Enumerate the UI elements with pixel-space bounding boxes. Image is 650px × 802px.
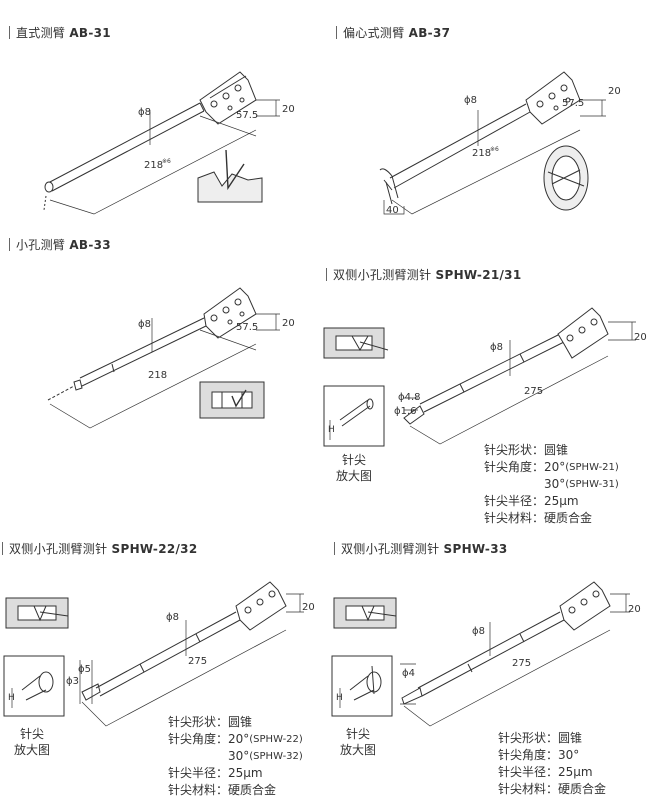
tip-caption: 针尖放大图 [13, 727, 50, 757]
dim-height: 20 [628, 604, 641, 615]
dim-length: 218 [144, 160, 163, 171]
dim-diameter-1: ϕ4 [402, 668, 415, 679]
dim-height: 20 [634, 332, 647, 343]
dim-height: 20 [282, 104, 295, 115]
dim-diameter: ϕ8 [464, 95, 477, 106]
dim-diameter-1: ϕ4.8 [398, 392, 421, 403]
spec-list-sphw33: 针尖形状：圆锥 针尖角度：30° 针尖半径：25μm 针尖材料：硬质合金 [498, 731, 607, 796]
dim-offset: 57.5 [236, 322, 258, 333]
dim-length: 218 [148, 370, 167, 381]
tip-caption: 针尖放大图 [339, 727, 376, 757]
section-title-ab33: 小孔测臂 AB-33 [9, 236, 111, 253]
dim-diameter: ϕ8 [472, 626, 485, 637]
section-title-sphw2131: 双侧小孔测臂测针 SPHW-21/31 [326, 266, 521, 283]
dim-diameter: ϕ8 [138, 319, 151, 330]
dim-diameter-1: ϕ5 [78, 664, 91, 675]
dim-length-note: ※6 [490, 146, 499, 153]
dim-tip-h: H [8, 693, 15, 703]
dim-diameter: ϕ8 [166, 612, 179, 623]
dim-diameter: ϕ8 [138, 107, 151, 118]
dim-length-note: ※6 [162, 158, 171, 165]
section-title-sphw2232: 双侧小孔测臂测针 SPHW-22/32 [2, 540, 197, 557]
section-title-ab37: 偏心式测臂 AB-37 [336, 24, 450, 41]
dim-height: 20 [282, 318, 295, 329]
dim-eccentric: 40 [386, 205, 399, 216]
dim-length: 275 [188, 656, 207, 667]
spec-list-sphw2232: 针尖形状：圆锥 针尖角度：20°(SPHW-22) 30°(SPHW-32) 针… [168, 715, 303, 797]
dim-height: 20 [302, 602, 315, 613]
dim-tip-h: H [328, 425, 335, 435]
dim-height: 20 [608, 86, 621, 97]
dim-diameter-2: ϕ1.6 [394, 406, 417, 417]
dim-offset: 57.5 [562, 98, 584, 109]
dim-length: 275 [524, 386, 543, 397]
dim-diameter-2: ϕ3 [66, 676, 79, 687]
dim-length: 275 [512, 658, 531, 669]
dim-offset: 57.5 [236, 110, 258, 121]
section-title-sphw33: 双侧小孔测臂测针 SPHW-33 [334, 540, 508, 557]
dim-diameter: ϕ8 [490, 342, 503, 353]
section-title-ab31: 直式测臂 AB-31 [9, 24, 111, 41]
dim-tip-h: H [336, 693, 343, 703]
spec-list-sphw2131: 针尖形状：圆锥 针尖角度：20°(SPHW-21) 30°(SPHW-31) 针… [484, 443, 619, 525]
dim-length: 218 [472, 148, 491, 159]
tip-caption: 针尖放大图 [335, 453, 372, 483]
